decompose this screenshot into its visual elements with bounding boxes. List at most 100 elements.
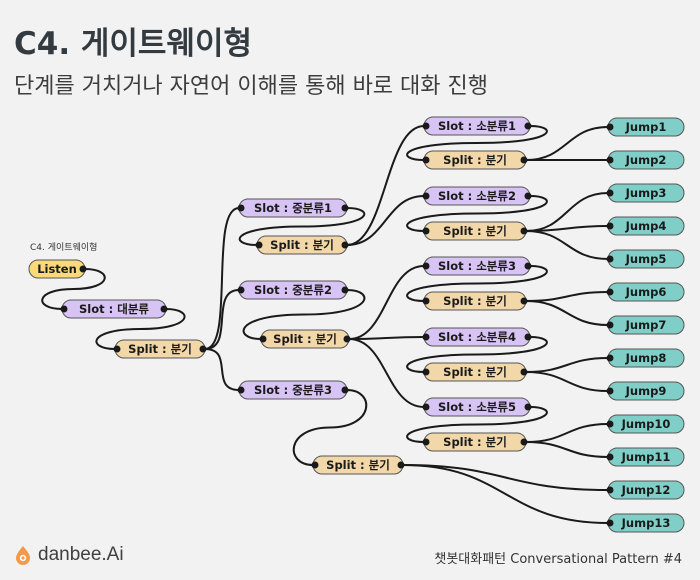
port-out-slot-mid1[interactable] xyxy=(341,204,349,212)
edges-layer xyxy=(41,125,609,524)
port-out-slot-sub3[interactable] xyxy=(524,262,532,270)
node-slot-sub4[interactable]: Slot : 소분류4 xyxy=(422,327,532,347)
port-out-slot-mid3[interactable] xyxy=(341,386,349,394)
port-in-slot-mid1[interactable] xyxy=(237,204,245,212)
port-in-split-main[interactable] xyxy=(113,345,121,353)
edge-split-main-slot-mid2 xyxy=(204,289,240,350)
node-jump12[interactable]: Jump12 xyxy=(606,480,685,500)
node-jump4[interactable]: Jump4 xyxy=(606,216,685,236)
node-split-sub4[interactable]: Split : 분기 xyxy=(422,362,528,382)
port-in-jump10[interactable] xyxy=(606,420,614,428)
node-slot-main[interactable]: Slot : 대분류 xyxy=(60,299,168,319)
node-split-sub2[interactable]: Split : 분기 xyxy=(422,221,528,241)
port-in-jump13[interactable] xyxy=(606,519,614,527)
node-slot-mid1[interactable]: Slot : 중분류1 xyxy=(237,198,349,218)
port-in-slot-sub4[interactable] xyxy=(422,333,430,341)
node-split-sub3[interactable]: Split : 분기 xyxy=(422,291,528,311)
node-label-slot-sub5: Slot : 소분류5 xyxy=(438,400,516,414)
port-out-split-main[interactable] xyxy=(199,345,207,353)
node-slot-sub5[interactable]: Slot : 소분류5 xyxy=(422,397,532,417)
node-split-main[interactable]: Split : 분기 xyxy=(113,339,207,359)
port-in-slot-sub2[interactable] xyxy=(422,192,430,200)
port-in-jump3[interactable] xyxy=(606,189,614,197)
node-split-sub5[interactable]: Split : 분기 xyxy=(422,432,528,452)
port-in-split-sub3[interactable] xyxy=(422,297,430,305)
port-out-split-mid2[interactable] xyxy=(343,335,351,343)
edge-split-mid3-jump12 xyxy=(402,464,609,491)
port-out-split-sub4[interactable] xyxy=(520,368,528,376)
port-out-slot-sub5[interactable] xyxy=(524,403,532,411)
port-in-jump2[interactable] xyxy=(606,156,614,164)
port-out-split-sub3[interactable] xyxy=(520,297,528,305)
port-out-slot-main[interactable] xyxy=(160,305,168,313)
node-jump7[interactable]: Jump7 xyxy=(606,315,685,335)
node-slot-sub2[interactable]: Slot : 소분류2 xyxy=(422,186,532,206)
port-in-split-sub2[interactable] xyxy=(422,227,430,235)
port-out-split-sub5[interactable] xyxy=(520,438,528,446)
node-jump10[interactable]: Jump10 xyxy=(606,414,685,434)
port-in-split-mid3[interactable] xyxy=(311,461,319,469)
port-in-jump11[interactable] xyxy=(606,453,614,461)
port-in-jump5[interactable] xyxy=(606,255,614,263)
port-in-slot-mid2[interactable] xyxy=(237,286,245,294)
port-in-split-sub4[interactable] xyxy=(422,368,430,376)
port-in-jump8[interactable] xyxy=(606,354,614,362)
edge-split-mid3-jump13 xyxy=(402,464,609,524)
port-in-split-mid1[interactable] xyxy=(255,241,263,249)
node-jump13[interactable]: Jump13 xyxy=(606,513,685,533)
node-label-slot-main: Slot : 대분류 xyxy=(79,302,149,316)
node-split-mid2[interactable]: Split : 분기 xyxy=(259,329,351,349)
port-in-jump7[interactable] xyxy=(606,321,614,329)
port-in-slot-sub1[interactable] xyxy=(422,122,430,130)
node-jump8[interactable]: Jump8 xyxy=(606,348,685,368)
port-in-jump9[interactable] xyxy=(606,387,614,395)
node-slot-sub1[interactable]: Slot : 소분류1 xyxy=(422,116,532,136)
port-in-jump12[interactable] xyxy=(606,486,614,494)
port-in-split-sub1[interactable] xyxy=(422,156,430,164)
node-label-split-sub2: Split : 분기 xyxy=(443,224,507,238)
edge-split-mid1-slot-sub1 xyxy=(346,125,425,246)
node-slot-mid2[interactable]: Slot : 중분류2 xyxy=(237,280,349,300)
port-in-slot-sub5[interactable] xyxy=(422,403,430,411)
node-label-slot-mid3: Slot : 중분류3 xyxy=(254,383,332,397)
port-in-jump6[interactable] xyxy=(606,288,614,296)
port-out-slot-sub2[interactable] xyxy=(524,192,532,200)
node-jump1[interactable]: Jump1 xyxy=(606,117,685,137)
port-out-slot-sub4[interactable] xyxy=(524,333,532,341)
port-out-split-sub1[interactable] xyxy=(520,156,528,164)
port-out-split-sub2[interactable] xyxy=(520,227,528,235)
port-out-split-mid3[interactable] xyxy=(397,461,405,469)
node-slot-mid3[interactable]: Slot : 중분류3 xyxy=(237,380,349,400)
port-out-split-mid1[interactable] xyxy=(341,241,349,249)
node-label-jump3: Jump3 xyxy=(625,186,667,200)
node-label-jump4: Jump4 xyxy=(625,219,667,233)
node-slot-sub3[interactable]: Slot : 소분류3 xyxy=(422,256,532,276)
node-label-split-sub4: Split : 분기 xyxy=(443,365,507,379)
node-jump9[interactable]: Jump9 xyxy=(606,381,685,401)
node-jump6[interactable]: Jump6 xyxy=(606,282,685,302)
port-out-listen[interactable] xyxy=(79,265,87,273)
port-out-slot-mid2[interactable] xyxy=(341,286,349,294)
port-in-slot-mid3[interactable] xyxy=(237,386,245,394)
port-in-slot-main[interactable] xyxy=(60,305,68,313)
node-label-slot-mid1: Slot : 중분류1 xyxy=(254,201,332,215)
port-in-jump1[interactable] xyxy=(606,123,614,131)
node-split-sub1[interactable]: Split : 분기 xyxy=(422,150,528,170)
port-in-split-sub5[interactable] xyxy=(422,438,430,446)
page-title: C4. 게이트웨이형 xyxy=(14,26,253,62)
node-jump11[interactable]: Jump11 xyxy=(606,447,685,467)
port-in-split-mid2[interactable] xyxy=(259,335,267,343)
node-label-slot-sub4: Slot : 소분류4 xyxy=(438,330,516,344)
port-out-slot-sub1[interactable] xyxy=(524,122,532,130)
port-in-jump4[interactable] xyxy=(606,222,614,230)
node-jump2[interactable]: Jump2 xyxy=(606,150,685,170)
node-label-jump11: Jump11 xyxy=(621,450,671,464)
page-subtitle: 단계를 거치거나 자연어 이해를 통해 바로 대화 진행 xyxy=(14,74,488,99)
port-in-slot-sub3[interactable] xyxy=(422,262,430,270)
node-jump5[interactable]: Jump5 xyxy=(606,249,685,269)
node-jump3[interactable]: Jump3 xyxy=(606,183,685,203)
node-split-mid1[interactable]: Split : 분기 xyxy=(255,235,349,255)
node-split-mid3[interactable]: Split : 분기 xyxy=(311,455,405,475)
node-listen[interactable]: Listen xyxy=(28,259,87,279)
